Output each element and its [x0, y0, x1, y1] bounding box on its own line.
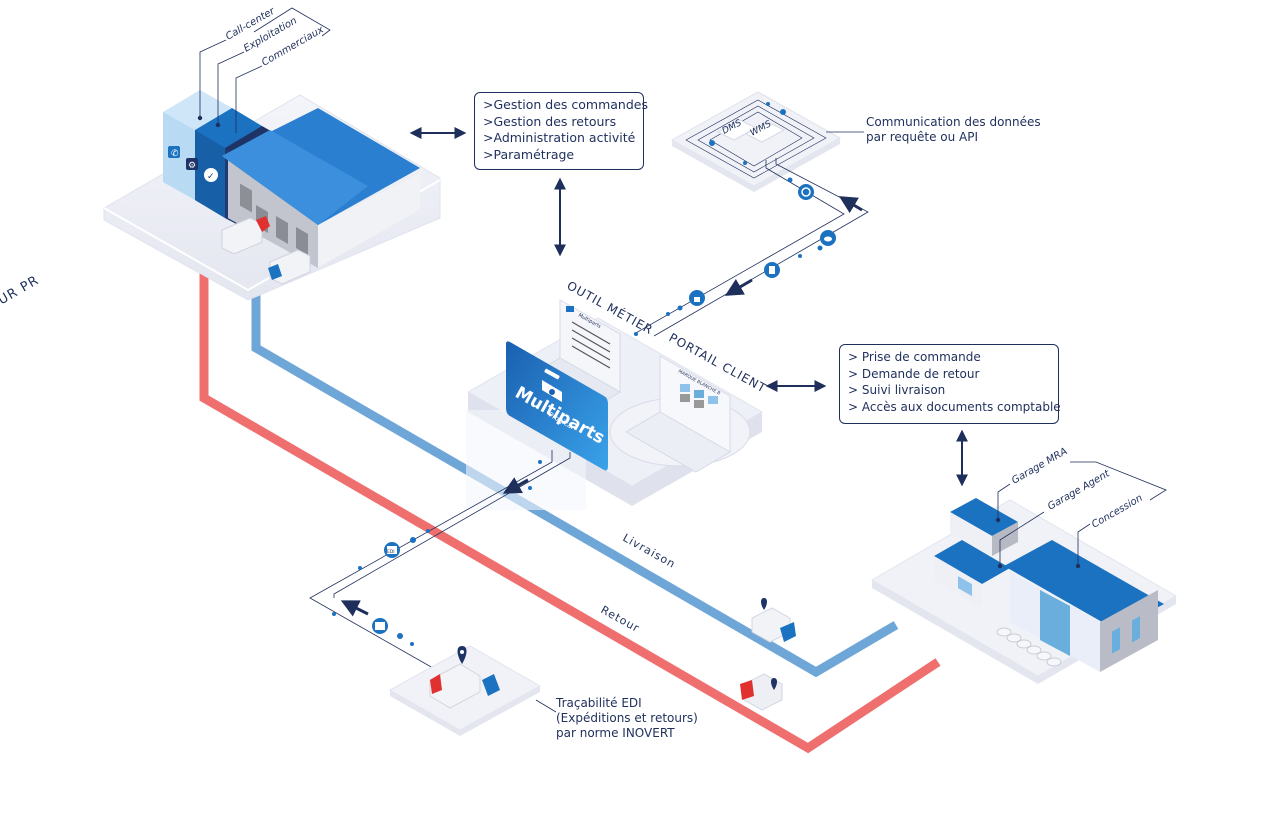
client-function-item: > Demande de retour: [848, 366, 980, 381]
garage-agent-building: [934, 540, 1010, 608]
edi-traceability-label: Traçabilité EDI (Expéditions et retours)…: [556, 696, 698, 741]
distributor-function-item: >Gestion des commandes: [483, 97, 648, 112]
edi-callout-line: [535, 699, 557, 713]
location-pin-icon: [771, 678, 777, 690]
concession-label: Concession: [1090, 493, 1145, 531]
distributor-functions-box: >Gestion des commandes >Gestion des reto…: [474, 92, 648, 170]
garage-agent-label: Garage Agent: [1046, 468, 1113, 513]
svg-text:✆: ✆: [171, 149, 179, 159]
distributor-function-item: >Paramétrage: [483, 146, 575, 162]
department-callouts: [197, 7, 331, 133]
concession-building: [1004, 540, 1164, 672]
client-functions-box: > Prise de commande > Demande de retour …: [839, 344, 1061, 424]
client-function-item: > Accès aux documents comptable: [848, 399, 1061, 414]
client-function-item: > Prise de commande: [848, 350, 981, 364]
edi-flow: [309, 450, 571, 673]
location-pin-icon: [457, 646, 467, 664]
delivery-truck: [751, 598, 796, 643]
garage-mra-label: Garage MRA: [1010, 446, 1070, 487]
edi-icon-label: EDI: [387, 549, 395, 555]
edi-down-arrow: [502, 477, 529, 494]
garage-callouts: [995, 461, 1167, 569]
edi-label-line: par norme INOVERT: [556, 726, 675, 740]
client-function-item: > Suivi livraison: [848, 383, 946, 397]
distributor-building-label: DISTRIBUTEUR PR: [0, 273, 42, 352]
svg-text:✓: ✓: [207, 172, 215, 182]
chat-check-icon: [204, 168, 218, 182]
gear-icon: [186, 158, 198, 170]
distributor-function-item: >Gestion des retours: [483, 113, 617, 129]
edi-label-line: Traçabilité EDI: [556, 696, 642, 710]
garage-mra-building: [950, 498, 1018, 556]
api-communication-label: Communication des données par requête ou…: [866, 115, 1041, 145]
edi-up-arrow: [340, 600, 369, 617]
portal-laptop: [609, 355, 751, 473]
api-upload-arrow: [838, 196, 863, 214]
sync-icon: [798, 184, 814, 200]
api-download-arrow: [724, 278, 753, 296]
location-pin-icon: [761, 598, 767, 610]
phone-icon: [168, 146, 180, 158]
warehouse-building: [221, 108, 420, 285]
return-truck: [740, 673, 783, 711]
parked-cars: [996, 627, 1062, 667]
api-platform: [670, 91, 842, 192]
edi-label-line: (Expéditions et retours): [556, 711, 698, 725]
api-label-line: par requête ou API: [866, 130, 979, 144]
svg-text:⚙: ⚙: [188, 161, 196, 171]
distributor-function-item: >Administration activité: [483, 130, 636, 145]
edi-platform: [388, 645, 542, 736]
api-label-line: Communication des données: [866, 115, 1041, 129]
multiparts-card: [506, 341, 608, 471]
